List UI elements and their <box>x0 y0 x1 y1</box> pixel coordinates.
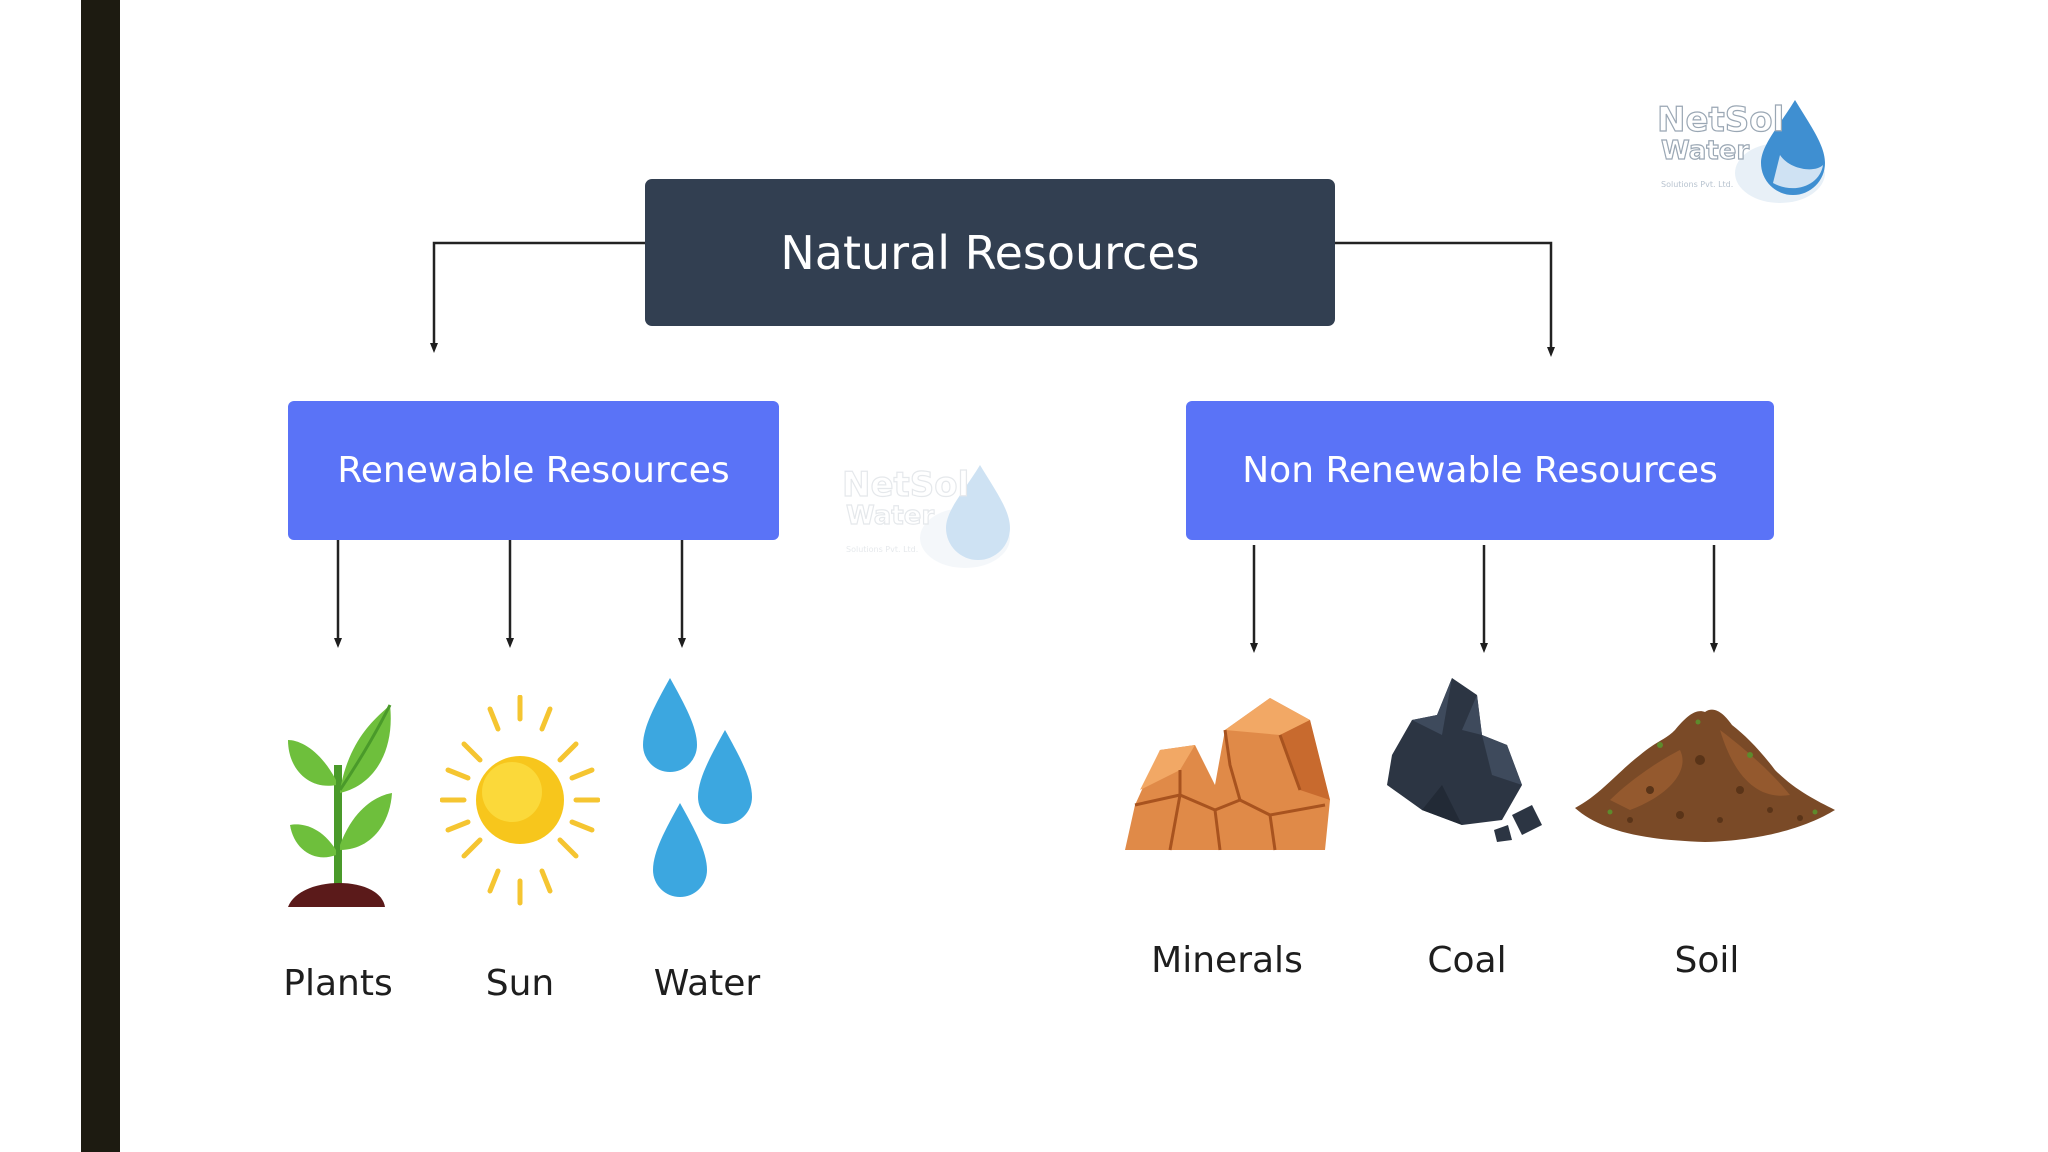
natural-resources-box: Natural Resources <box>645 179 1335 326</box>
renewable-resources-box: Renewable Resources <box>288 401 779 540</box>
sun-icon <box>440 695 600 906</box>
netsol-water-watermark: NetSol Water Solutions Pvt. Ltd. <box>841 464 1010 568</box>
minerals-label: Minerals <box>1151 940 1303 981</box>
sun-label: Sun <box>485 963 555 1004</box>
water-label: Water <box>653 963 761 1004</box>
logo-line1: NetSol <box>1657 100 1784 140</box>
watermark-line2: Water <box>846 501 934 531</box>
plants-label: Plants <box>283 963 393 1004</box>
soil-pile-icon <box>1575 709 1835 842</box>
logo-tagline: Solutions Pvt. Ltd. <box>1661 180 1733 189</box>
soil-label: Soil <box>1674 940 1740 981</box>
non-renewable-resources-box: Non Renewable Resources <box>1186 401 1774 540</box>
watermark-line1: NetSol <box>842 465 969 505</box>
root-to-renewable-connector <box>430 241 645 353</box>
logo-line2: Water <box>1661 136 1749 166</box>
renewable-label: Renewable Resources <box>337 450 730 491</box>
left-border-bar <box>81 0 120 1152</box>
root-label: Natural Resources <box>780 225 1200 280</box>
watermark-tagline: Solutions Pvt. Ltd. <box>846 545 918 554</box>
water-drops-icon <box>643 678 752 897</box>
coal-label: Coal <box>1427 940 1507 981</box>
plant-icon <box>288 704 392 907</box>
coal-icon <box>1387 678 1542 842</box>
non-renewable-label: Non Renewable Resources <box>1242 450 1718 491</box>
netsol-water-logo: NetSol Water Solutions Pvt. Ltd. <box>1656 99 1825 203</box>
minerals-rock-icon <box>1125 698 1330 851</box>
root-to-nonrenewable-connector <box>1335 241 1555 357</box>
